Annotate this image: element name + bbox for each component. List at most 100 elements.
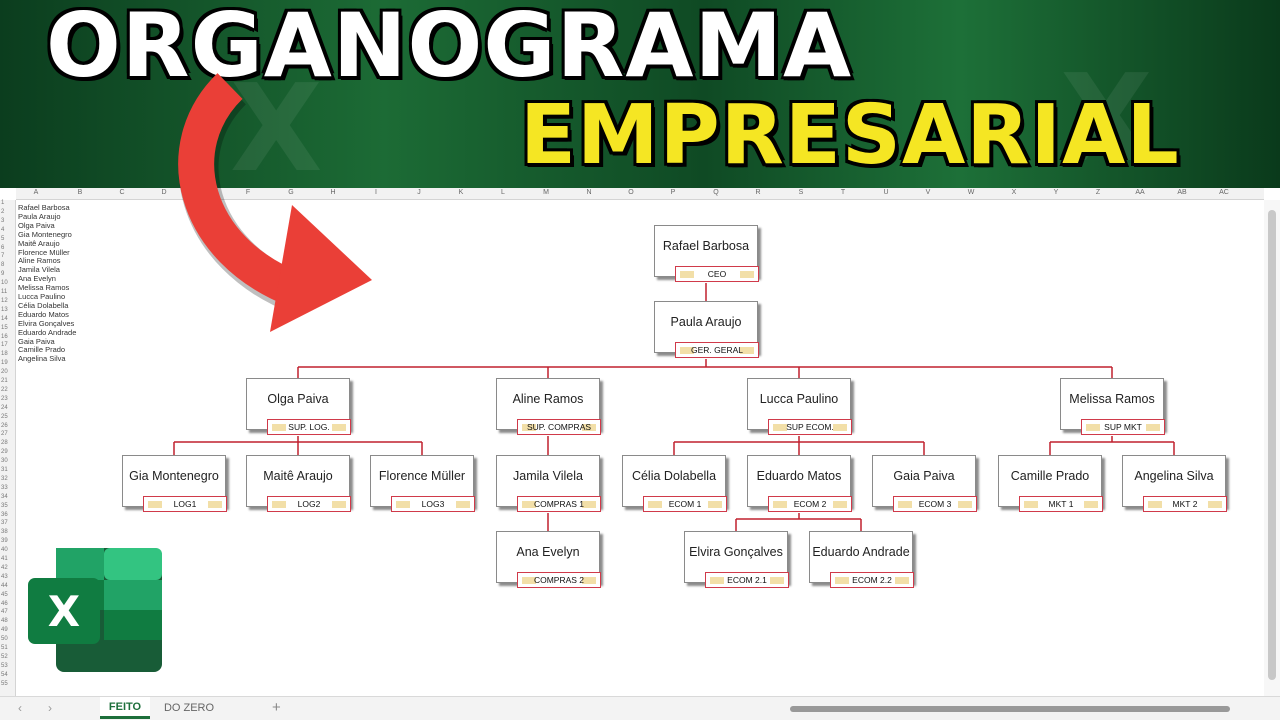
column-header-cell[interactable]: X (1011, 189, 1017, 196)
row-number[interactable]: 28 (1, 440, 8, 447)
row-number[interactable]: 8 (1, 262, 5, 269)
row-number[interactable]: 41 (1, 556, 8, 562)
row-number[interactable]: 24 (1, 404, 8, 411)
row-number[interactable]: 43 (1, 573, 8, 580)
cell-name[interactable]: Olga Paiva (18, 220, 55, 230)
column-header-cell[interactable]: V (925, 189, 931, 196)
cell-name[interactable]: Gaia Paiva (18, 336, 55, 346)
cell-name[interactable]: Ana Evelyn (18, 274, 56, 284)
row-number[interactable]: 18 (1, 351, 8, 358)
column-header-cell[interactable]: Q (713, 189, 719, 196)
cell-name[interactable]: Melissa Ramos (18, 283, 70, 293)
tab-feito[interactable]: FEITO (100, 697, 150, 719)
row-number[interactable]: 32 (1, 475, 8, 482)
column-header-cell[interactable]: AC (1219, 189, 1229, 196)
column-header-cell[interactable]: D (161, 189, 167, 196)
row-number[interactable]: 27 (1, 431, 8, 438)
cell-name[interactable]: Eduardo Matos (18, 309, 69, 319)
row-number[interactable]: 53 (1, 662, 8, 669)
row-number[interactable]: 20 (1, 369, 8, 376)
row-number[interactable]: 40 (1, 547, 8, 554)
cell-name[interactable]: Maitê Araujo (18, 238, 60, 248)
row-number[interactable]: 37 (1, 520, 8, 527)
cell-name[interactable]: Célia Dolabella (18, 300, 69, 310)
row-number[interactable]: 3 (1, 217, 5, 224)
column-header-cell[interactable]: M (543, 189, 549, 196)
column-header-cell[interactable]: A (33, 189, 39, 196)
row-number[interactable]: 25 (1, 413, 8, 420)
row-number[interactable]: 11 (1, 289, 8, 295)
row-number[interactable]: 23 (1, 395, 8, 402)
scroll-thumb[interactable] (1268, 210, 1276, 680)
row-number[interactable]: 49 (1, 627, 8, 634)
cell-name[interactable]: Rafael Barbosa (18, 203, 70, 212)
cell-name[interactable]: Jamila Vilela (18, 265, 60, 275)
cell-name[interactable]: Lucca Paulino (18, 292, 66, 301)
column-header-cell[interactable]: L (501, 189, 505, 196)
tab-do-zero[interactable]: DO ZERO (163, 702, 215, 714)
column-header-cell[interactable]: H (330, 189, 336, 196)
row-number[interactable]: 22 (1, 386, 8, 393)
column-header-cell[interactable]: AB (1177, 189, 1187, 196)
row-number[interactable]: 15 (1, 324, 8, 331)
row-number[interactable]: 50 (1, 636, 8, 643)
row-number[interactable]: 34 (1, 493, 8, 500)
row-number[interactable]: 9 (1, 271, 5, 278)
row-number[interactable]: 33 (1, 484, 8, 491)
column-header-cell[interactable]: I (375, 189, 377, 196)
column-header-cell[interactable]: G (288, 189, 294, 196)
cell-name[interactable]: Camille Prado (18, 345, 66, 355)
row-number[interactable]: 16 (1, 333, 8, 340)
column-header-cell[interactable]: C (119, 189, 125, 196)
cell-name[interactable]: Florence Müller (18, 247, 70, 257)
next-sheet-button[interactable]: › (48, 701, 52, 715)
row-number[interactable]: 29 (1, 449, 8, 456)
row-number[interactable]: 55 (1, 680, 8, 687)
add-sheet-button[interactable]: + (272, 699, 281, 716)
row-number[interactable]: 21 (1, 378, 8, 384)
row-number[interactable]: 19 (1, 360, 8, 367)
row-number[interactable]: 1 (1, 200, 5, 206)
vertical-scrollbar[interactable] (1264, 200, 1280, 696)
row-number[interactable]: 12 (1, 297, 8, 304)
row-number[interactable]: 4 (1, 226, 5, 233)
row-number[interactable]: 5 (1, 235, 5, 242)
horizontal-scrollbar[interactable] (790, 706, 1230, 712)
prev-sheet-button[interactable]: ‹ (18, 701, 22, 715)
column-header-cell[interactable]: F (245, 189, 251, 196)
column-header-cell[interactable]: Y (1053, 189, 1059, 196)
column-header-cell[interactable]: AA (1135, 189, 1145, 196)
row-number[interactable]: 46 (1, 600, 8, 607)
cell-name[interactable]: Angelina Silva (18, 354, 66, 364)
column-header-cell[interactable]: T (840, 189, 846, 196)
row-number[interactable]: 13 (1, 306, 8, 313)
row-number[interactable]: 6 (1, 244, 5, 251)
column-header-cell[interactable]: P (670, 189, 676, 196)
column-header-cell[interactable]: Z (1095, 189, 1101, 196)
row-number[interactable]: 42 (1, 564, 8, 571)
row-number[interactable]: 45 (1, 591, 8, 598)
row-number[interactable]: 44 (1, 582, 8, 589)
row-number[interactable]: 38 (1, 529, 8, 536)
row-number[interactable]: 7 (1, 253, 5, 260)
row-number[interactable]: 52 (1, 653, 8, 660)
column-header-cell[interactable]: U (883, 189, 889, 196)
row-number[interactable]: 39 (1, 538, 8, 545)
column-header-cell[interactable]: R (755, 189, 761, 196)
row-number[interactable]: 10 (1, 280, 8, 287)
row-number[interactable]: 48 (1, 618, 8, 625)
row-number[interactable]: 35 (1, 502, 8, 509)
row-number[interactable]: 36 (1, 511, 8, 518)
